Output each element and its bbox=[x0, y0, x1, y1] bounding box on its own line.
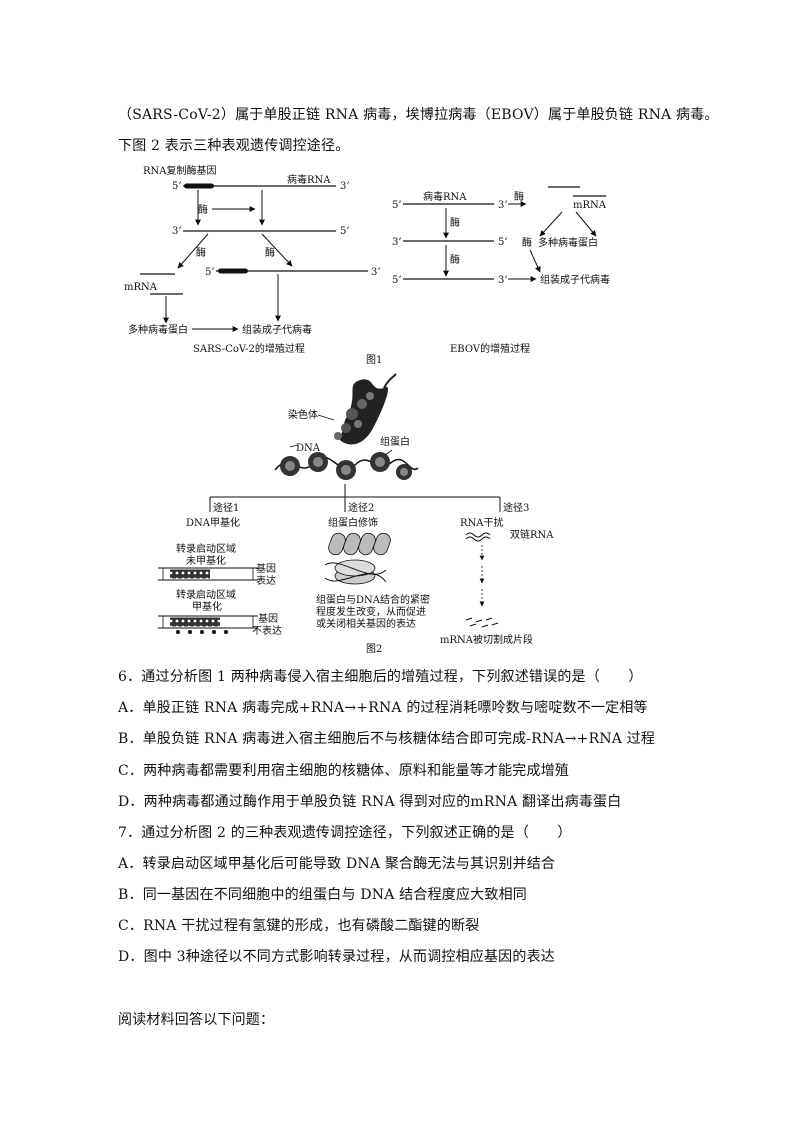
ebov-3prime-2: 3’ bbox=[392, 237, 402, 248]
histone-desc-2: 程度发生改变，从而促进 bbox=[316, 605, 426, 618]
intro-line-2: 下图 2 表示三种表观遗传调控途径。 bbox=[118, 138, 350, 154]
sars-3prime-3: 3’ bbox=[371, 267, 381, 278]
gene-expressed-a: 基因 bbox=[256, 562, 276, 575]
sars-5prime-2: 5’ bbox=[340, 226, 350, 237]
ebov-5prime-3: 5’ bbox=[392, 275, 402, 286]
sars-enzyme-3: 酶 bbox=[265, 246, 275, 259]
path1-label: 途径1 bbox=[213, 501, 239, 514]
histone-mod-label: 组蛋白修饰 bbox=[328, 516, 378, 529]
figure2-caption: 图2 bbox=[366, 643, 382, 655]
sars-5prime-1: 5’ bbox=[172, 181, 182, 192]
dna-label: DNA bbox=[296, 443, 321, 454]
sars-title: SARS-CoV-2的增殖过程 bbox=[193, 342, 305, 355]
ebov-5prime-1: 5’ bbox=[392, 200, 402, 211]
q7-stem: 7．通过分析图 2 的三种表观遗传调控途径，下列叙述正确的是（ ） bbox=[118, 825, 572, 841]
sars-enzyme-1: 酶 bbox=[198, 203, 208, 216]
sars-rdrp-gene-bar bbox=[184, 183, 214, 189]
q7-option-d: D．图中 3种途径以不同方式影响转录过程，从而调控相应基因的表达 bbox=[118, 949, 555, 965]
dsrna-label: 双链RNA bbox=[510, 528, 554, 541]
q7-option-a: A．转录启动区域甲基化后可能导致 DNA 聚合酶无法与其识别并结合 bbox=[118, 856, 556, 872]
figure2: 染色体 DNA 组蛋白 途径1 途径2 途径3 DNA甲基化 转录启动区域 未甲… bbox=[158, 373, 554, 646]
sars-assemble-label: 组装成子代病毒 bbox=[242, 323, 312, 336]
histone-desc-1: 组蛋白与DNA结合的紧密 bbox=[316, 593, 430, 606]
ebov-5prime-2: 5’ bbox=[498, 237, 508, 248]
ebov-3prime-1: 3’ bbox=[498, 200, 508, 211]
sars-rdrp-gene-label: RNA复制酶基因 bbox=[143, 164, 217, 177]
ebov-enzyme-2: 酶 bbox=[450, 216, 460, 229]
chromosome-drawing bbox=[334, 373, 397, 445]
path2-label: 途径2 bbox=[348, 501, 374, 514]
ebov-viral-rna-label: 病毒RNA bbox=[423, 190, 467, 203]
mrna-cut-label: mRNA被切割成片段 bbox=[440, 633, 533, 646]
gene-not-expressed-b: 不表达 bbox=[252, 624, 282, 637]
figure1-sars: RNA复制酶基因 5’ 病毒RNA 3’ 酶 3’ 5’ 酶 酶 5’ 3’ m… bbox=[124, 164, 381, 355]
ebov-assemble-label: 组装成子代病毒 bbox=[540, 273, 610, 286]
gene-not-expressed-a: 基因 bbox=[258, 612, 278, 625]
q6-option-c: C．两种病毒都需要利用宿主细胞的核糖体、原料和能量等才能完成增殖 bbox=[118, 763, 570, 779]
q6-stem: 6．通过分析图 1 两种病毒侵入宿主细胞后的增殖过程，下列叙述错误的是（ ） bbox=[118, 669, 643, 685]
ebov-mrna-label: mRNA bbox=[573, 200, 607, 211]
ebov-title: EBOV的增殖过程 bbox=[450, 342, 530, 355]
nucleosome-drawing bbox=[274, 449, 419, 480]
unmethylated-label-a: 转录启动区域 bbox=[176, 542, 236, 555]
sars-viral-rna-label: 病毒RNA bbox=[287, 173, 331, 186]
q7-option-b: B．同一基因在不同细胞中的组蛋白与 DNA 结合程度应大致相同 bbox=[118, 887, 527, 903]
methylated-label-b: 甲基化 bbox=[192, 600, 222, 613]
chromosome-label: 染色体 bbox=[288, 408, 318, 421]
histone-label: 组蛋白 bbox=[380, 435, 410, 448]
ebov-3prime-3: 3’ bbox=[498, 275, 508, 286]
q6-option-a: A．单股正链 RNA 病毒完成+RNA→+RNA 的过程消耗嘌呤数与嘧啶数不一定… bbox=[118, 700, 648, 716]
ebov-proteins-label: 多种病毒蛋白 bbox=[538, 236, 598, 249]
ebov-enzyme-3: 酶 bbox=[450, 253, 460, 266]
ebov-enzyme-1: 酶 bbox=[514, 190, 524, 203]
histone-drawing bbox=[324, 532, 391, 585]
ebov-enzyme-4: 酶 bbox=[522, 236, 532, 249]
dna-methylation-label: DNA甲基化 bbox=[186, 516, 240, 529]
intro-line-1: （SARS-CoV-2）属于单股正链 RNA 病毒，埃博拉病毒（EBOV）属于单… bbox=[118, 107, 719, 123]
figure1-caption: 图1 bbox=[366, 354, 382, 366]
rnai-label: RNA干扰 bbox=[460, 516, 504, 529]
reading-prompt: 阅读材料回答以下问题： bbox=[118, 1012, 275, 1028]
figure1-ebov: 病毒RNA 5’ 3’ 酶 mRNA 酶 3’ 5’ 酶 5’ 3’ 酶 多种病… bbox=[392, 186, 610, 355]
q6-option-d: D．两种病毒都通过酶作用于单股负链 RNA 得到对应的mRNA 翻译出病毒蛋白 bbox=[118, 794, 622, 810]
gene-expressed-b: 表达 bbox=[256, 574, 276, 587]
histone-desc-3: 或关闭相关基因的表达 bbox=[316, 617, 416, 630]
sars-3prime-1: 3’ bbox=[340, 181, 350, 192]
sars-mrna-label: mRNA bbox=[124, 282, 158, 293]
sars-3prime-2: 3’ bbox=[172, 226, 182, 237]
path3-label: 途径3 bbox=[503, 501, 529, 514]
q7-option-c: C．RNA 干扰过程有氢键的形成，也有磷酸二酯键的断裂 bbox=[118, 918, 480, 934]
unmethylated-label-b: 未甲基化 bbox=[186, 554, 226, 567]
q6-option-b: B．单股负链 RNA 病毒进入宿主细胞后不与核糖体结合即可完成-RNA→+RNA… bbox=[118, 731, 656, 747]
figures-svg: RNA复制酶基因 5’ 病毒RNA 3’ 酶 3’ 5’ 酶 酶 5’ 3’ m… bbox=[124, 164, 610, 655]
methylated-label-a: 转录启动区域 bbox=[176, 588, 236, 601]
sars-proteins-label: 多种病毒蛋白 bbox=[128, 323, 188, 336]
sars-5prime-3: 5’ bbox=[205, 267, 215, 278]
sars-enzyme-2: 酶 bbox=[196, 246, 206, 259]
